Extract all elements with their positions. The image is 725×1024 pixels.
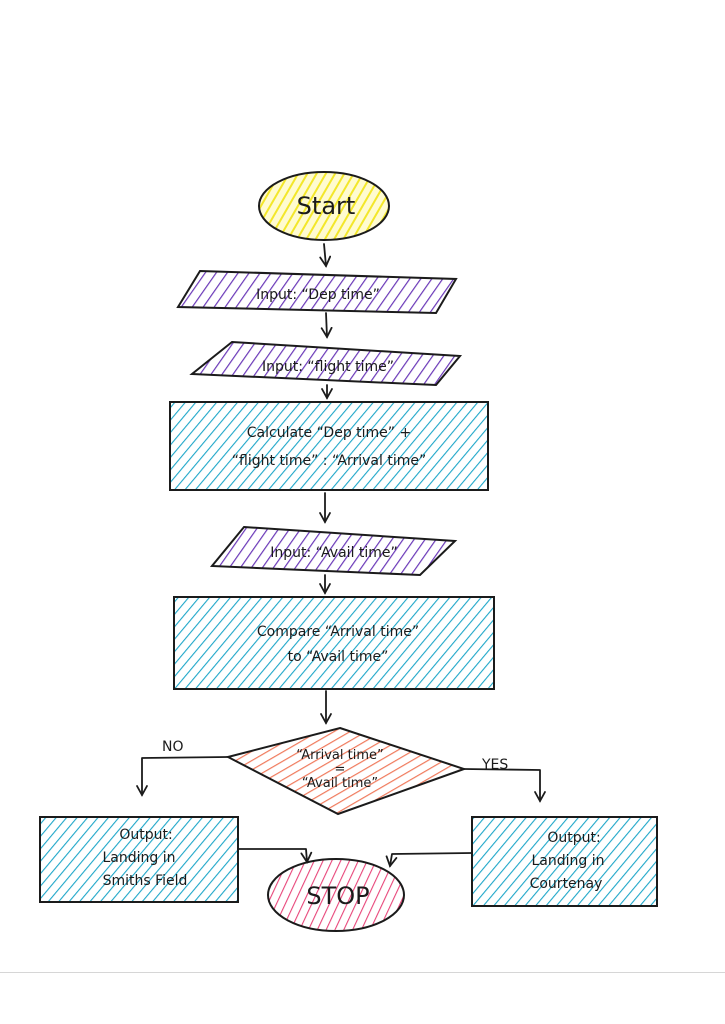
compare-label-line-1: Compare “Arrival time”	[257, 624, 419, 640]
output-courtenay-line-1: Output:	[547, 830, 600, 846]
calculate-process-shape	[169, 401, 489, 491]
output-smiths-field-node: Output: Landing in Smiths Field	[39, 816, 239, 903]
stop-node: STOP	[267, 858, 405, 932]
decision-label-line-2: =	[335, 762, 346, 777]
arrow-decision-no-branch	[136, 756, 229, 797]
output-smiths-field-shape	[39, 816, 239, 903]
output-courtenay-shape	[471, 816, 658, 907]
start-node: Start	[258, 171, 390, 241]
start-terminator-shape	[258, 171, 390, 241]
output-smiths-field-line-3: Smiths Field	[103, 873, 188, 889]
output-courtenay-line-2: Landing in	[531, 853, 604, 869]
arrow-decision-yes-branch	[463, 768, 546, 803]
compare-process-shape	[173, 596, 495, 690]
output-smiths-field-line-2: Landing in	[102, 850, 175, 866]
input-dep-time-node: Input: “Dep time”	[176, 269, 458, 315]
input-flight-time-label: Input: “flight time”	[262, 359, 394, 375]
output-courtenay-line-3: Courtenay	[530, 876, 603, 892]
input-dep-time-shape	[176, 269, 458, 315]
compare-label-line-2: to “Avail time”	[288, 649, 389, 665]
compare-node: Compare “Arrival time” to “Avail time”	[173, 596, 495, 690]
input-flight-time-node: Input: “flight time”	[189, 340, 463, 387]
start-label: Start	[297, 192, 356, 220]
yes-branch-label: YES	[481, 757, 508, 773]
arrow-start-to-input-dep	[319, 243, 332, 268]
input-avail-time-shape	[209, 525, 458, 577]
arrow-smiths-field-to-stop	[237, 848, 313, 864]
calculate-node: Calculate “Dep time” + “flight time” : “…	[169, 401, 489, 491]
input-dep-time-label: Input: “Dep time”	[256, 287, 380, 303]
decision-node: “Arrival time” = “Avail time”	[225, 726, 468, 816]
calculate-label-line-1: Calculate “Dep time” +	[247, 425, 411, 441]
output-courtenay-node: Output: Landing in Courtenay	[471, 816, 658, 907]
decision-label-line-1: “Arrival time”	[296, 748, 384, 763]
input-flight-time-shape	[189, 340, 463, 387]
page-edge-line	[0, 972, 725, 973]
input-avail-time-label: Input: “Avail time”	[270, 545, 398, 561]
stop-terminator-shape	[267, 858, 405, 932]
decision-diamond-shape	[225, 726, 468, 816]
arrow-input-dep-to-input-flight	[320, 312, 333, 339]
calculate-label-line-2: “flight time” : “Arrival time”	[232, 453, 426, 469]
decision-label-line-3: “Avail time”	[302, 776, 378, 791]
arrow-courtenay-to-stop	[385, 852, 473, 868]
connectors	[136, 243, 546, 868]
input-avail-time-node: Input: “Avail time”	[209, 525, 458, 577]
no-branch-label: NO	[162, 739, 184, 755]
stop-label: STOP	[306, 882, 369, 910]
output-smiths-field-line-1: Output:	[119, 827, 172, 843]
